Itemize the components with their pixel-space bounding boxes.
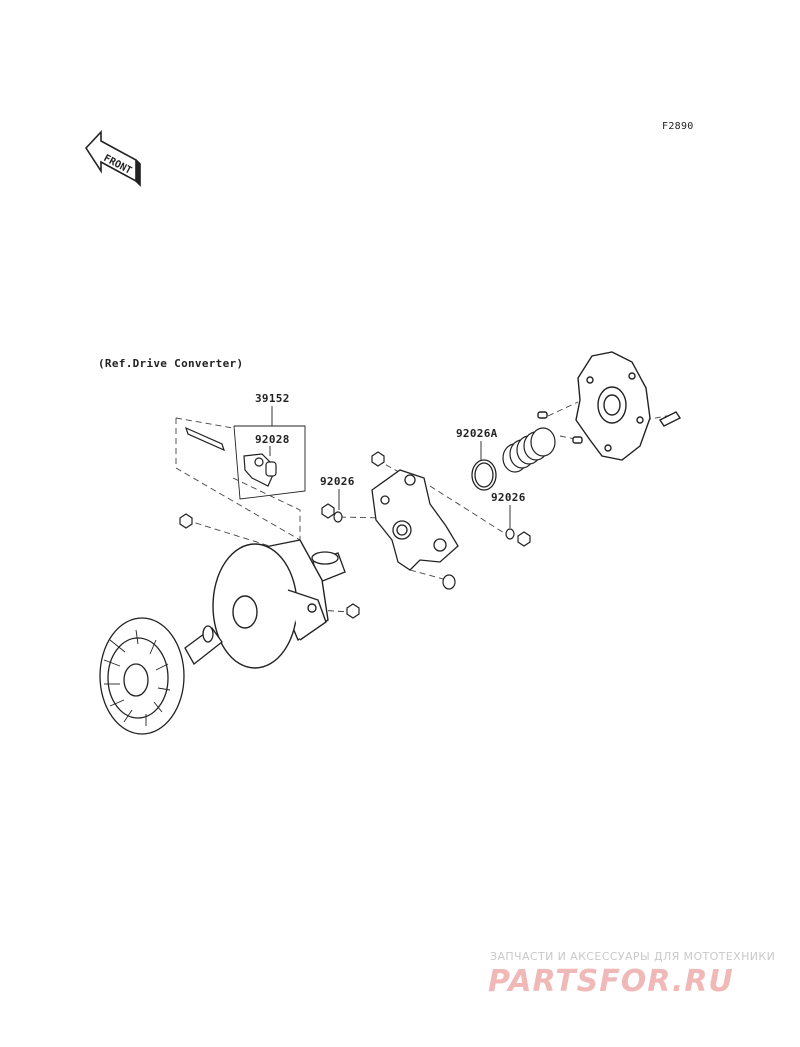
front-arrow-icon: FRONT xyxy=(84,129,141,187)
part-label-92026-right[interactable]: 92026 xyxy=(491,491,526,504)
part-label-39152[interactable]: 39152 xyxy=(255,392,290,405)
movable-sheave xyxy=(212,539,329,669)
reference-note: (Ref.Drive Converter) xyxy=(98,357,244,370)
part-label-92026a[interactable]: 92026A xyxy=(456,427,498,440)
converter-cover xyxy=(537,351,682,461)
coil-spring xyxy=(502,427,556,473)
ring-shim xyxy=(471,459,497,491)
figure-code: F2890 xyxy=(662,121,694,132)
part-label-92026-left[interactable]: 92026 xyxy=(320,475,355,488)
small-nuts xyxy=(179,451,531,619)
spider xyxy=(371,469,459,571)
weight-arm-parts xyxy=(185,426,277,487)
collar-sleeve xyxy=(311,551,346,583)
part-label-92028[interactable]: 92028 xyxy=(255,433,290,446)
leader-lines xyxy=(233,406,511,528)
fixed-sheave xyxy=(99,617,223,735)
watermark-brand-logo: PARTSFOR.RU xyxy=(488,964,734,999)
watermark-tagline: ЗАПЧАСТИ И АКСЕССУАРЫ ДЛЯ МОТОТЕХНИКИ xyxy=(490,950,776,963)
